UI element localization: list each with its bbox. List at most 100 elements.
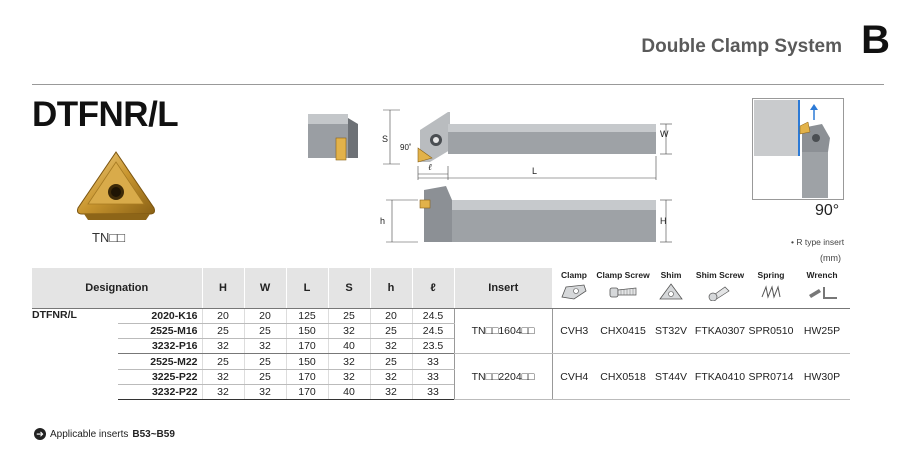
shim-screw-code: FTKA0410 <box>692 353 749 401</box>
col-clamp-label: Clamp <box>561 270 587 280</box>
applicable-inserts-text: Applicable inserts <box>50 428 129 440</box>
cell-h: 25 <box>369 323 413 340</box>
col-S: S <box>327 268 371 309</box>
cell-W: 25 <box>243 323 287 340</box>
product-title: DTFNR/L <box>32 95 179 134</box>
wrench-code: HW30P <box>794 353 851 401</box>
designation-code: 2525-M22 <box>118 353 203 370</box>
applicable-inserts-link[interactable]: B53~B59 <box>132 428 175 440</box>
cell-W: 32 <box>243 384 287 401</box>
cell-l: 33 <box>411 369 455 385</box>
table-row: 3232-P22 32 32 170 40 32 33 <box>32 384 850 401</box>
spring-code: SPR0510 <box>748 308 795 355</box>
cutting-direction-diagram <box>752 98 844 200</box>
cell-W: 32 <box>243 338 287 355</box>
cell-l: 33 <box>411 384 455 401</box>
col-shim-screw-label: Shim Screw <box>695 270 745 280</box>
cell-S: 32 <box>327 369 371 385</box>
spring-icon <box>761 285 781 299</box>
insert-code: TN□□2204□□ <box>453 353 553 401</box>
table-row: DTFNR/L 2020-K16 20 20 125 25 20 24.5 TN… <box>32 308 851 355</box>
table-row: 2525-M16 25 25 150 32 25 24.5 <box>32 323 850 340</box>
applicable-inserts-note: ➔ Applicable inserts B53~B59 <box>34 428 175 440</box>
insert-code: TN□□1604□□ <box>453 308 553 355</box>
col-clamp: Clamp <box>552 268 597 309</box>
family-label: DTFNR/L <box>32 308 77 321</box>
col-clamp-screw: Clamp Screw <box>596 268 651 309</box>
tool-holder-drawing: S 90˚ W ℓ L h H <box>308 109 672 243</box>
col-spring: Spring <box>748 268 795 309</box>
dim-label-l: L <box>532 166 537 176</box>
col-shim-label: Shim <box>660 270 682 280</box>
cell-W: 20 <box>243 308 287 324</box>
shim-icon <box>659 283 683 300</box>
cell-S: 25 <box>327 308 371 324</box>
cell-l: 33 <box>411 353 455 370</box>
spec-table: Designation H W L S h ℓ Insert Clamp Cla… <box>32 268 851 401</box>
cell-S: 32 <box>327 323 371 340</box>
triangular-insert-image <box>77 151 155 220</box>
col-shim-screw: Shim Screw <box>692 268 749 309</box>
clamp-code: CVH4 <box>552 353 597 401</box>
shim-screw-code: FTKA0307 <box>692 308 749 355</box>
cell-h: 32 <box>369 369 413 385</box>
cell-l: 24.5 <box>411 308 455 324</box>
cell-L: 170 <box>285 384 329 401</box>
shim-screw-icon <box>708 286 730 301</box>
insert-type-label: TN□□ <box>92 230 126 245</box>
col-spring-label: Spring <box>757 270 785 280</box>
dim-label-h-small: h <box>380 216 385 226</box>
dim-label-l-small: ℓ <box>428 162 432 172</box>
col-H: H <box>201 268 245 309</box>
page-header-title: Double Clamp System <box>641 36 842 57</box>
clamp-code: CVH3 <box>552 308 597 355</box>
cell-H: 32 <box>201 338 245 355</box>
cell-h: 25 <box>369 353 413 370</box>
cell-H: 32 <box>201 384 245 401</box>
col-wrench: Wrench <box>794 268 851 309</box>
dim-label-h: H <box>660 216 667 226</box>
designation-code: 3225-P22 <box>118 369 203 385</box>
cell-S: 32 <box>327 353 371 370</box>
cell-H: 25 <box>201 353 245 370</box>
header-divider <box>32 84 884 85</box>
cell-L: 170 <box>285 338 329 355</box>
table-header-row: Designation H W L S h ℓ Insert Clamp Cla… <box>32 268 851 309</box>
cell-L: 150 <box>285 323 329 340</box>
designation-code: 2525-M16 <box>118 323 203 340</box>
dim-label-s: S <box>382 134 388 144</box>
shim-code: ST32V <box>650 308 693 355</box>
col-shim: Shim <box>650 268 693 309</box>
designation-code: 2020-K16 <box>118 308 203 324</box>
cell-H: 20 <box>201 308 245 324</box>
col-h: h <box>369 268 413 309</box>
cell-h: 20 <box>369 308 413 324</box>
col-W: W <box>243 268 287 309</box>
designation-code: 3232-P16 <box>118 338 203 355</box>
col-l: ℓ <box>411 268 455 309</box>
section-letter: B <box>861 18 890 62</box>
r-type-note: • R type insert <box>791 237 845 247</box>
col-designation: Designation <box>32 268 203 309</box>
clamp-screw-code: CHX0415 <box>596 308 651 355</box>
clamp-screw-icon <box>609 287 637 298</box>
col-insert: Insert <box>453 268 553 309</box>
shim-code: ST44V <box>650 353 693 401</box>
cell-W: 25 <box>243 369 287 385</box>
cell-H: 25 <box>201 323 245 340</box>
approach-angle-label: 90° <box>815 202 840 219</box>
cell-H: 32 <box>201 369 245 385</box>
dim-label-angle: 90˚ <box>400 143 412 152</box>
clamp-screw-code: CHX0518 <box>596 353 651 401</box>
cell-W: 25 <box>243 353 287 370</box>
table-row: 3225-P22 32 25 170 32 32 33 <box>32 369 850 385</box>
cell-h: 32 <box>369 384 413 401</box>
wrench-code: HW25P <box>794 308 851 355</box>
cell-L: 150 <box>285 353 329 370</box>
dim-label-w: W <box>660 129 669 139</box>
col-L: L <box>285 268 329 309</box>
cell-l: 23.5 <box>411 338 455 355</box>
cell-L: 125 <box>285 308 329 324</box>
table-row: 3232-P16 32 32 170 40 32 23.5 <box>32 338 850 355</box>
unit-note: (mm) <box>820 253 841 263</box>
